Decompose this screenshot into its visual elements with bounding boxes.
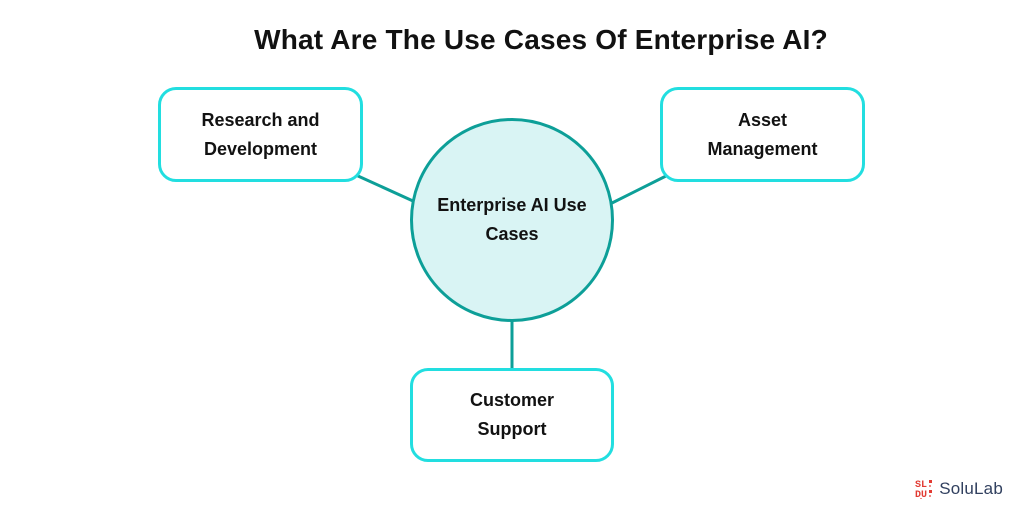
solulab-logo: SL DU SoluLab bbox=[915, 479, 1003, 499]
svg-text:DU: DU bbox=[915, 490, 927, 499]
solulab-logo-text: SoluLab bbox=[939, 479, 1003, 498]
svg-text:SL: SL bbox=[915, 480, 927, 491]
node-label-line: Research and bbox=[201, 109, 320, 130]
center-node-label-line: Enterprise AI Use bbox=[437, 195, 587, 215]
connector-research-to-center bbox=[356, 174, 415, 203]
node-research-development: Research and Development bbox=[158, 87, 363, 182]
node-label-line: Customer bbox=[469, 390, 554, 410]
node-label-line: Management bbox=[707, 138, 818, 159]
center-node-label-line: Cases bbox=[485, 224, 539, 244]
node-label-line: Support bbox=[477, 419, 547, 439]
page-title: What Are The Use Cases Of Enterprise AI? bbox=[254, 24, 828, 55]
node-label-line: Development bbox=[203, 138, 318, 159]
node-asset-management: Asset Management bbox=[660, 87, 865, 182]
solulab-pixel-mark-icon: SL DU bbox=[915, 480, 933, 499]
connector-asset-to-center bbox=[610, 174, 668, 205]
node-label-line: Asset bbox=[737, 109, 788, 130]
node-customer-support: Customer Support bbox=[410, 368, 614, 462]
center-node-enterprise-ai-use-cases: Enterprise AI Use Cases bbox=[410, 118, 614, 322]
